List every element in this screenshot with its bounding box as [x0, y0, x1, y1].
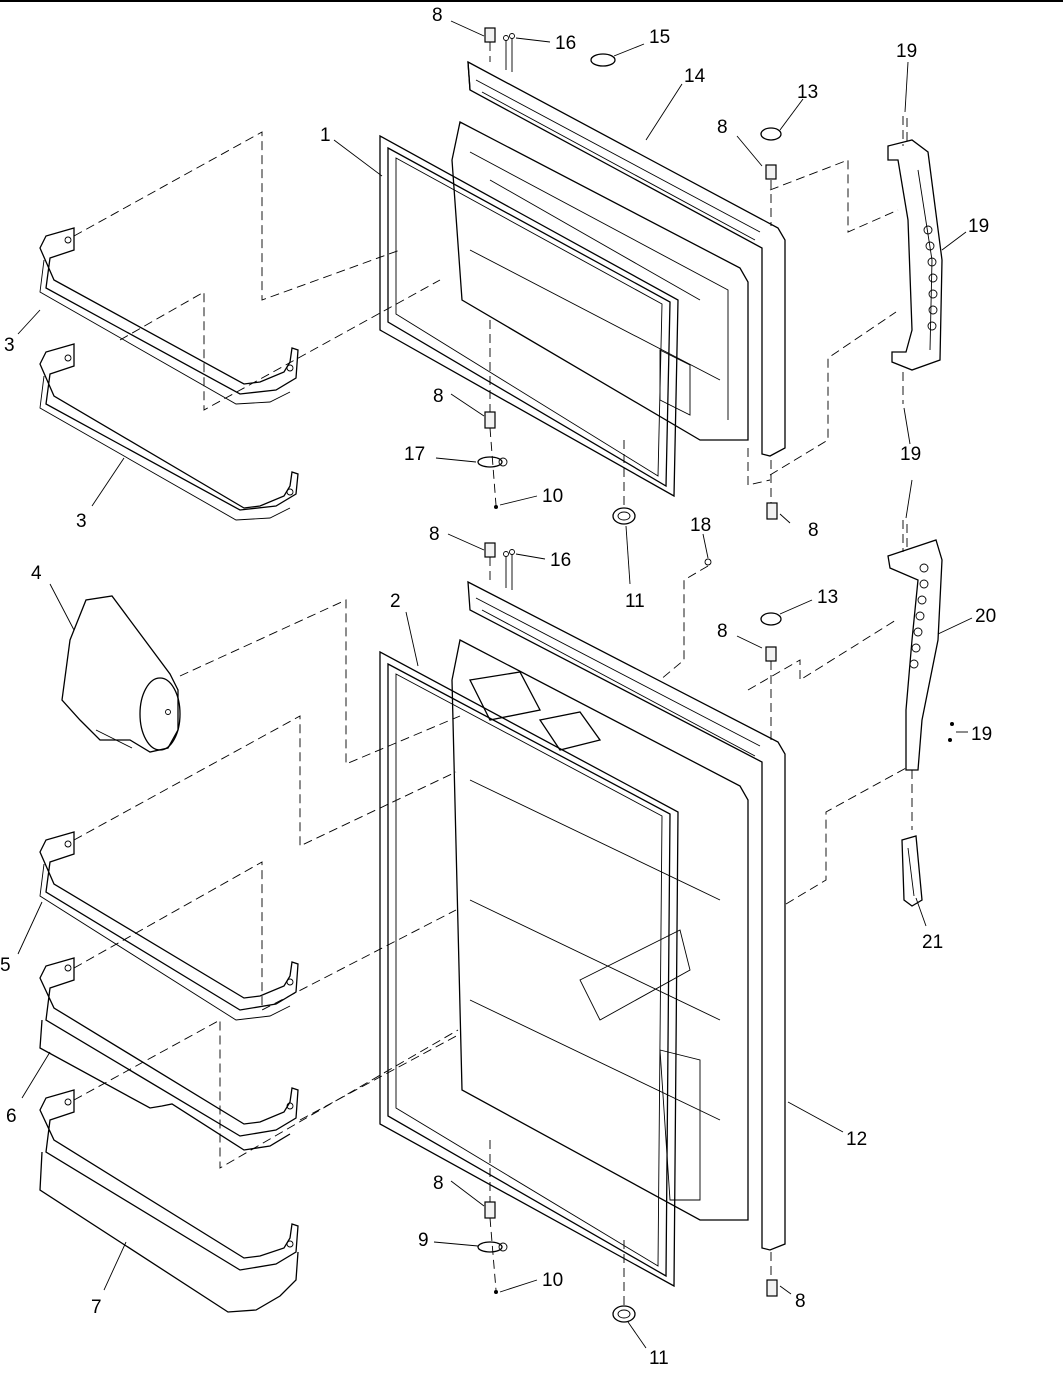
lower-bottom-right-bushing	[766, 1252, 778, 1297]
callout-3-upper: 3	[4, 335, 15, 356]
callout-8-g: 8	[433, 1173, 444, 1194]
callout-20: 19	[968, 216, 989, 237]
callout-17: 17	[404, 444, 425, 465]
upper-door-stop-washer	[612, 440, 636, 525]
callout-1: 1	[320, 125, 331, 146]
callout-8-e: 8	[429, 524, 440, 545]
callout-19-c: 19	[971, 724, 992, 745]
callout-16-upper: 16	[555, 33, 576, 54]
lower-left-bottom-bushing	[477, 1140, 508, 1294]
lower-plug-button	[659, 558, 712, 681]
callout-5: 5	[0, 955, 11, 976]
callout-labels: 1 2 3 3 4 5 6 7 8 8 8 8 8 8 8 8 9 10 10 …	[0, 5, 996, 1369]
handle-trim-cap	[901, 835, 923, 907]
callout-8-c: 8	[433, 386, 444, 407]
handle-holes	[923, 225, 938, 331]
freezer-handle	[887, 116, 943, 404]
callout-13-lower: 13	[817, 587, 838, 608]
callout-11-lower: 11	[649, 1348, 669, 1369]
fresh-food-door-gasket	[379, 650, 679, 1288]
callout-4: 4	[31, 563, 42, 584]
callout-6: 6	[6, 1106, 17, 1127]
handle-holes-lower	[909, 563, 929, 669]
freezer-door-shelf-lower	[39, 343, 299, 521]
callout-22: 21	[922, 932, 943, 953]
callout-21: 20	[975, 606, 996, 627]
callout-2: 2	[390, 591, 401, 612]
fresh-food-door-outer-panel	[467, 580, 786, 1251]
fresh-food-bin-6	[39, 957, 299, 1151]
callout-8-f: 8	[717, 621, 728, 642]
freezer-door-liner	[451, 121, 749, 441]
callout-18: 18	[690, 515, 711, 536]
fresh-food-shelf-5	[39, 831, 299, 1021]
callout-14: 14	[684, 66, 706, 87]
lower-door-stop-washer	[612, 1240, 636, 1323]
callout-12: 12	[846, 1129, 867, 1150]
callout-8-d: 8	[808, 520, 819, 541]
fresh-food-handle	[887, 520, 954, 830]
freezer-door-gasket	[379, 134, 679, 498]
callout-10-lower: 10	[542, 1270, 563, 1291]
lower-right-hinge-bushing	[760, 612, 782, 740]
upper-hinge-pin-top	[484, 27, 515, 72]
callout-13-upper: 13	[797, 82, 818, 103]
leader-lines	[17, 20, 973, 1349]
upper-left-bottom-bushing	[477, 320, 508, 509]
callout-7: 7	[91, 1297, 102, 1318]
callout-15: 15	[649, 27, 670, 48]
callout-10-upper: 10	[542, 486, 563, 507]
callout-8-h: 8	[795, 1291, 806, 1312]
callout-3-lower: 3	[76, 511, 87, 532]
callout-19-b: 19	[900, 444, 921, 465]
callout-9: 9	[418, 1230, 429, 1251]
callout-19-a: 19	[896, 41, 917, 62]
upper-right-hinge-bushing	[760, 127, 782, 226]
dairy-compartment-door	[61, 595, 181, 753]
upper-plug-button	[590, 53, 616, 67]
freezer-door-outer-panel	[467, 60, 786, 457]
freezer-door-shelf-upper	[39, 227, 299, 405]
upper-bottom-right-bushing	[766, 460, 778, 520]
fresh-food-bin-7	[39, 1089, 299, 1313]
callout-11-upper: 11	[625, 591, 645, 612]
lower-hinge-pin-top	[484, 542, 515, 590]
callout-8-b: 8	[717, 117, 728, 138]
fresh-food-door-liner	[451, 639, 749, 1221]
callout-16-lower: 16	[550, 550, 571, 571]
callout-8-a: 8	[432, 5, 443, 26]
